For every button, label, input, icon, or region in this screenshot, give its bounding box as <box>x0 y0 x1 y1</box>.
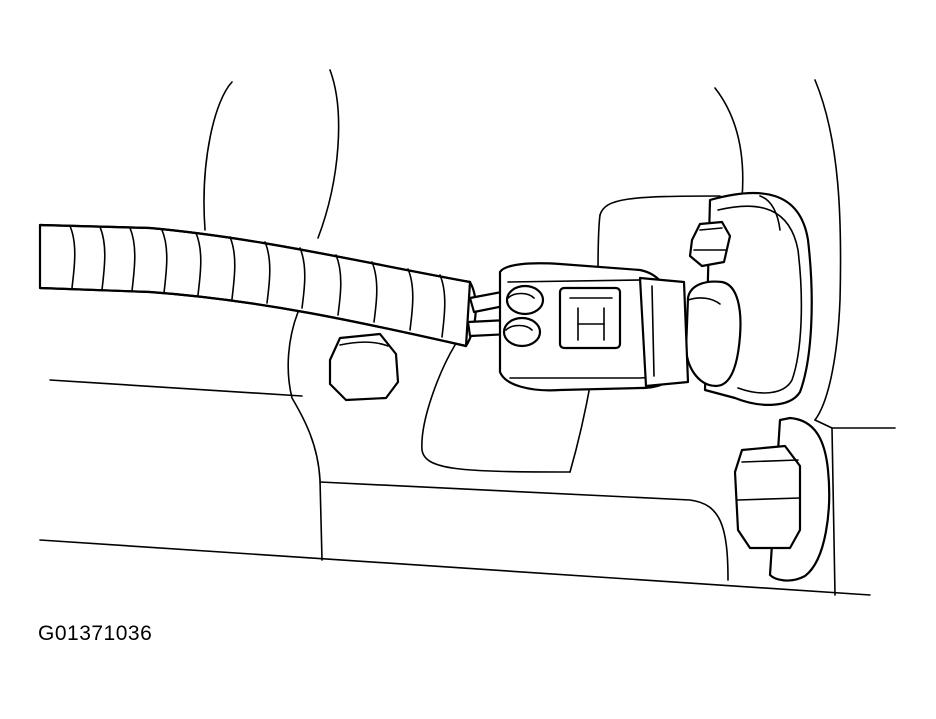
housing-outline <box>39 69 896 596</box>
small-hex-bolt <box>688 220 732 268</box>
wire-harness <box>38 223 477 348</box>
figure-code: G01371036 <box>38 622 153 645</box>
sensor-body <box>684 280 742 388</box>
hex-nut <box>328 332 400 402</box>
large-hex-bolt <box>733 416 831 582</box>
connector-plug <box>498 262 690 392</box>
